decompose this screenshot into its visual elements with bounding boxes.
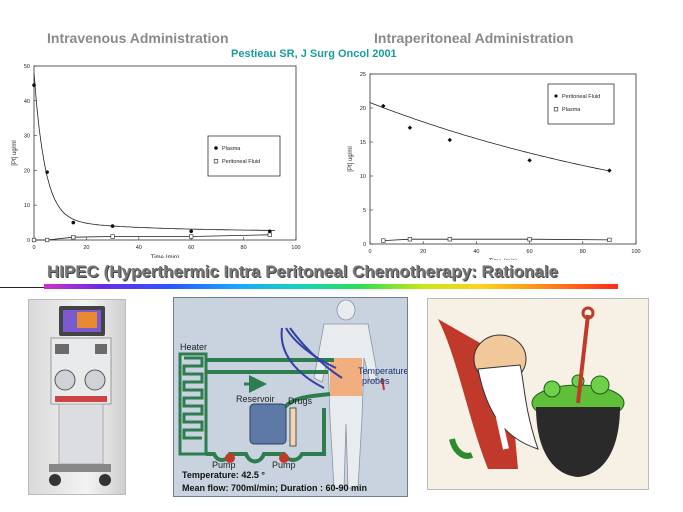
x-tick-label: 20 (83, 245, 89, 251)
perfusion-machine-photo (28, 299, 126, 495)
data-point (527, 237, 532, 242)
y-tick-label: 20 (360, 106, 366, 112)
y-tick-label: 15 (360, 140, 366, 146)
y-axis-label: [Pt] ug/ml (12, 140, 18, 165)
data-point (607, 237, 612, 243)
legend-marker (553, 107, 559, 112)
legend-label: Plasma (222, 146, 241, 152)
data-point (189, 234, 194, 239)
legend-box (207, 135, 281, 177)
data-point (45, 170, 49, 174)
caption-temperature: Temperature: 42.5 ° (182, 470, 265, 480)
x-tick-label: 40 (473, 249, 479, 255)
rainbow-divider (44, 284, 618, 289)
data-point (268, 229, 272, 234)
circuit-drawing (178, 299, 385, 489)
x-tick-label: 60 (188, 245, 194, 251)
data-point (71, 220, 76, 225)
label-pump-right: Pump (272, 460, 296, 470)
legend-label: Peritoneal Fluid (562, 94, 600, 100)
data-point (32, 83, 36, 87)
data-point (110, 224, 115, 228)
legend-box (547, 83, 615, 125)
x-tick-label: 0 (32, 245, 35, 251)
data-point (110, 234, 115, 239)
y-tick-label: 50 (24, 64, 30, 70)
series-line-1 (34, 234, 270, 241)
pump-left-rotor (225, 453, 235, 463)
drugs-syringe (289, 407, 297, 447)
slide-title: HIPEC (Hyperthermic Intra Peritoneal Che… (47, 262, 559, 281)
cartoon-illustration (427, 298, 649, 490)
y-tick-label: 0 (363, 242, 366, 248)
x-tick-label: 100 (631, 249, 640, 255)
data-point (267, 232, 272, 237)
data-point (407, 125, 413, 130)
label-heater: Heater (180, 342, 208, 352)
data-point (527, 158, 532, 163)
chart-intraperitoneal: 0 20 40 60 80 100 0 5 10 15 20 25Time (min) [Pt] ug/… (348, 72, 641, 260)
heading-intravenous: Intravenous Administration (47, 30, 229, 46)
x-axis-label: Time (min) (151, 255, 179, 258)
caption-flow: Mean flow: 700ml/min; Duration : 60-90 m… (182, 483, 368, 493)
data-point (447, 137, 452, 143)
reservoir-tank (249, 403, 287, 445)
druid-beard (477, 364, 539, 450)
series-line-0 (369, 102, 610, 172)
label-reservoir: Reservoir (236, 394, 275, 404)
legend-marker (213, 159, 219, 164)
data-point (407, 237, 412, 242)
label-temperature-probes-2: probes (362, 376, 390, 386)
label-drugs: Drugs (288, 396, 313, 406)
stirring-ladle (576, 314, 590, 404)
data-point (44, 237, 50, 243)
series-line-0 (33, 72, 275, 231)
y-tick-label: 20 (24, 168, 30, 174)
x-tick-label: 100 (291, 245, 300, 251)
series-line-1 (383, 238, 610, 241)
abdomen-region (330, 358, 362, 396)
y-axis-label: [Pt] ug/ml (348, 146, 354, 171)
label-pump-left: Pump (212, 460, 236, 470)
data-point (381, 103, 386, 109)
cauldron (536, 407, 620, 477)
hipec-circuit-diagram: Heater Reservoir Drugs Temperature probe… (173, 297, 408, 497)
x-tick-label: 80 (580, 249, 586, 255)
druid-sleeve (449, 438, 474, 459)
plot-frame (33, 65, 297, 241)
x-tick-label: 80 (241, 245, 247, 251)
y-tick-label: 25 (360, 72, 366, 78)
legend-marker (214, 146, 218, 150)
data-point (381, 238, 386, 243)
data-point (31, 237, 37, 243)
legend-label: Peritoneal Fluid (222, 159, 260, 165)
y-tick-label: 10 (360, 174, 366, 180)
legend-marker (554, 94, 558, 98)
data-point (71, 235, 76, 240)
x-tick-label: 20 (420, 249, 426, 255)
data-point (447, 237, 452, 242)
label-temperature-probes-1: Temperature (358, 366, 408, 376)
heading-intraperitoneal: Intraperitoneal Administration (374, 30, 574, 46)
x-tick-label: 60 (527, 249, 533, 255)
y-tick-label: 30 (24, 134, 30, 140)
y-tick-label: 5 (363, 208, 366, 214)
perfusion-machine-illustration (49, 306, 112, 486)
y-tick-label: 0 (27, 238, 30, 244)
citation: Pestieau SR, J Surg Oncol 2001 (231, 48, 397, 60)
x-tick-label: 40 (136, 245, 142, 251)
y-tick-label: 10 (24, 203, 30, 209)
plot-frame (369, 73, 637, 245)
data-point (189, 229, 193, 234)
x-tick-label: 0 (368, 249, 371, 255)
divider-line (0, 287, 44, 288)
x-axis-label: Time (min) (489, 259, 517, 260)
data-point (607, 168, 612, 173)
druid-cauldron-drawing (438, 306, 625, 477)
pump-right-rotor (279, 453, 289, 463)
y-tick-label: 40 (24, 99, 30, 105)
legend-label: Plasma (562, 107, 581, 113)
